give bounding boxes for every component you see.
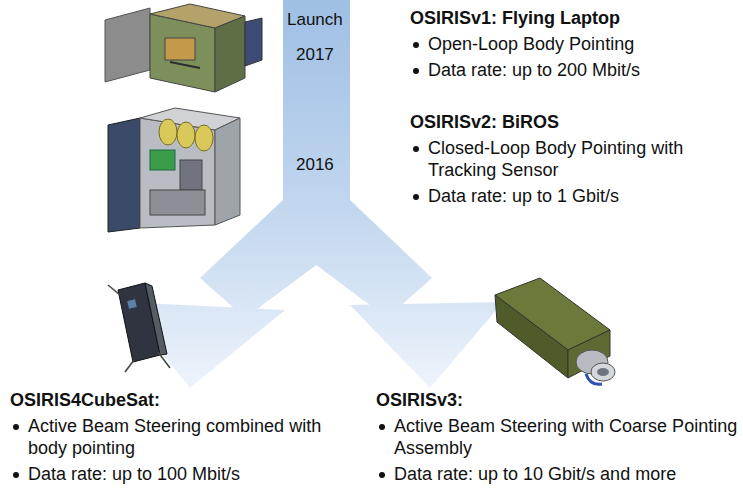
satellite-description: OSIRISv2: BiROS Closed-Loop Body Pointing…	[410, 111, 738, 207]
bullet-text: Data rate: up to 10 Gbit/s and more	[394, 463, 738, 485]
bullet-text: Data rate: up to 1 Gbit/s	[428, 185, 738, 207]
satellite-description: OSIRISv1: Flying LaptopOpen-Loop Body Po…	[410, 7, 738, 81]
bullet-item: Data rate: up to 200 Mbit/s	[410, 59, 738, 81]
bullet-item: Data rate: up to 100 Mbit/s	[10, 463, 350, 485]
satellite-description: OSIRISv3: Active Beam Steering with Coars…	[376, 389, 738, 485]
bullet-item: Active Beam Steering combined with body …	[10, 415, 350, 459]
bullet-text: Data rate: up to 200 Mbit/s	[428, 59, 738, 81]
bullet-dot	[379, 472, 385, 478]
launch-year: 2017	[296, 45, 334, 65]
bullet-text: Active Beam Steering combined with body …	[28, 415, 350, 459]
cubesat	[108, 283, 170, 372]
bullet-dot	[413, 68, 419, 74]
bullet-dot	[413, 42, 419, 48]
bullet-item: Open-Loop Body Pointing	[410, 33, 738, 55]
bullet-dot	[379, 424, 385, 430]
satellite-heading: OSIRISv2: BiROS	[410, 111, 738, 133]
bullet-text: Data rate: up to 100 Mbit/s	[28, 463, 350, 485]
satellite-heading: OSIRIS4CubeSat:	[10, 389, 350, 411]
bullet-text: Open-Loop Body Pointing	[428, 33, 738, 55]
bullet-item: Data rate: up to 1 Gbit/s	[410, 185, 738, 207]
biros-satellite	[108, 108, 240, 232]
osirisv3-terminal	[495, 278, 615, 384]
flying-laptop-satellite	[105, 4, 262, 92]
satellite-description: OSIRIS4CubeSat: Active Beam Steering comb…	[10, 389, 350, 485]
bullet-text: Closed-Loop Body Pointing with Tracking …	[428, 137, 738, 181]
bullet-dot	[13, 424, 19, 430]
bullet-item: Data rate: up to 10 Gbit/s and more	[376, 463, 738, 485]
bullet-dot	[413, 194, 419, 200]
satellite-heading: OSIRISv3:	[376, 389, 738, 411]
launch-year: 2016	[296, 155, 334, 175]
bullet-text: Active Beam Steering with Coarse Pointin…	[394, 415, 738, 459]
bullet-dot	[13, 472, 19, 478]
bullet-item: Closed-Loop Body Pointing with Tracking …	[410, 137, 738, 181]
bullet-item: Active Beam Steering with Coarse Pointin…	[376, 415, 738, 459]
bullet-dot	[413, 146, 419, 152]
timeline-title: Launch	[287, 10, 343, 30]
satellite-heading: OSIRISv1: Flying Laptop	[410, 7, 738, 29]
